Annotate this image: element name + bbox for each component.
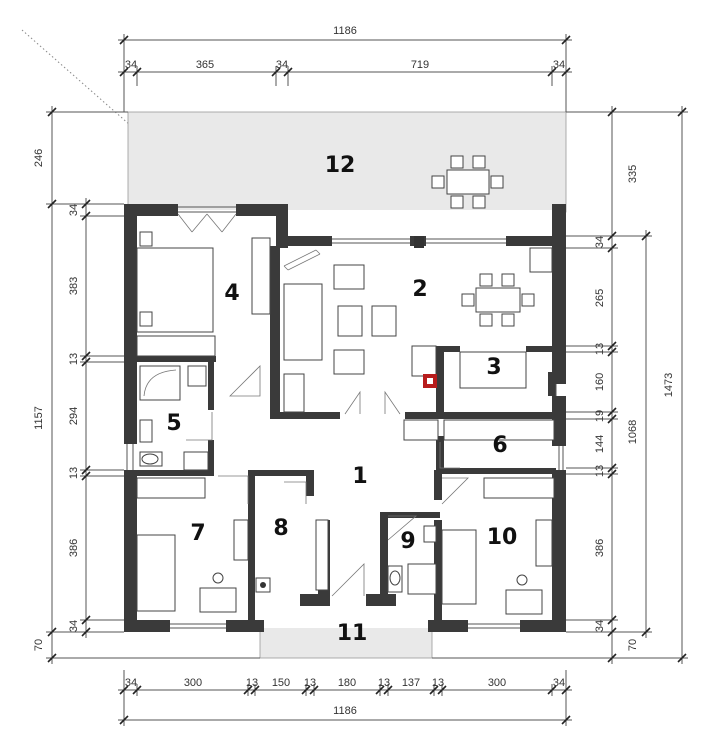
dimension-lines [46, 34, 688, 726]
dim-left-seg-7: 34 [68, 620, 80, 632]
dim-bottom-total: 1186 [333, 705, 357, 717]
room-label-6: 6 [492, 433, 507, 458]
dim-right-seg-6: 144 [594, 435, 606, 453]
dim-top-seg-2: 365 [196, 59, 214, 71]
dim-right-top: 335 [627, 165, 639, 183]
room-label-7: 7 [190, 521, 205, 546]
dim-left-total: 1157 [33, 406, 45, 430]
dim-right-seg-1: 34 [594, 236, 606, 248]
room-label-2: 2 [412, 277, 427, 302]
dim-bottom-seg-2: 300 [184, 677, 202, 689]
room-label-4: 4 [224, 281, 239, 306]
dim-left-seg-2: 383 [68, 277, 80, 295]
dim-right-mid-total: 1068 [627, 420, 639, 444]
dim-left-seg-5: 13 [68, 467, 80, 479]
dim-right-seg-2: 265 [594, 289, 606, 307]
dim-bottom-seg-10: 300 [488, 677, 506, 689]
dim-bottom-seg-5: 13 [304, 677, 316, 689]
dim-bottom-seg-3: 13 [246, 677, 258, 689]
dim-right-seg-3: 13 [594, 343, 606, 355]
room-label-12: 12 [325, 153, 356, 178]
room-label-5: 5 [166, 411, 181, 436]
room-label-9: 9 [400, 529, 415, 554]
dim-left-top: 246 [33, 149, 45, 167]
dim-bottom-seg-11: 34 [553, 677, 565, 689]
room-label-8: 8 [273, 516, 288, 541]
dim-left-seg-6: 386 [68, 539, 80, 557]
dim-right-seg-8: 386 [594, 539, 606, 557]
interior-walls [136, 246, 556, 624]
dim-right-seg-5: 19 [594, 410, 606, 422]
dim-right-seg-7: 13 [594, 465, 606, 477]
windows [126, 206, 564, 629]
dim-bottom-seg-6: 180 [338, 677, 356, 689]
dim-top-seg-3: 34 [276, 59, 288, 71]
dim-right-total: 1473 [663, 373, 675, 397]
room-label-10: 10 [487, 525, 518, 550]
dim-right-seg-9: 34 [594, 620, 606, 632]
room-label-1: 1 [352, 464, 367, 489]
dim-bottom-seg-8: 137 [402, 677, 420, 689]
dim-left-seg-4: 294 [68, 407, 80, 425]
dim-left-seg-3: 13 [68, 353, 80, 365]
dim-left-seg-1: 34 [68, 204, 80, 216]
room-labels: 1 2 3 4 5 6 7 8 9 10 11 12 [166, 153, 517, 646]
guide-line [21, 29, 131, 126]
dimension-labels: 1186 34 365 34 719 34 34 300 13 150 13 1… [33, 25, 675, 717]
dim-right-bottom: 70 [627, 639, 639, 651]
dim-right-seg-4: 160 [594, 373, 606, 391]
dim-bottom-seg-1: 34 [125, 677, 137, 689]
room-label-11: 11 [337, 621, 368, 646]
dim-top-seg-1: 34 [125, 59, 137, 71]
dimension-ticks [47, 35, 687, 725]
doors [177, 213, 469, 597]
dim-bottom-seg-4: 150 [272, 677, 290, 689]
dim-bottom-seg-7: 13 [378, 677, 390, 689]
dim-top-seg-4: 719 [411, 59, 429, 71]
furniture [136, 155, 555, 615]
room-label-3: 3 [486, 355, 501, 380]
exterior-walls [124, 204, 566, 632]
terrace-12 [127, 111, 567, 213]
dim-left-bottom: 70 [33, 639, 45, 651]
dim-top-seg-5: 34 [553, 59, 565, 71]
dim-bottom-seg-9: 13 [432, 677, 444, 689]
dim-top-total: 1186 [333, 25, 357, 37]
